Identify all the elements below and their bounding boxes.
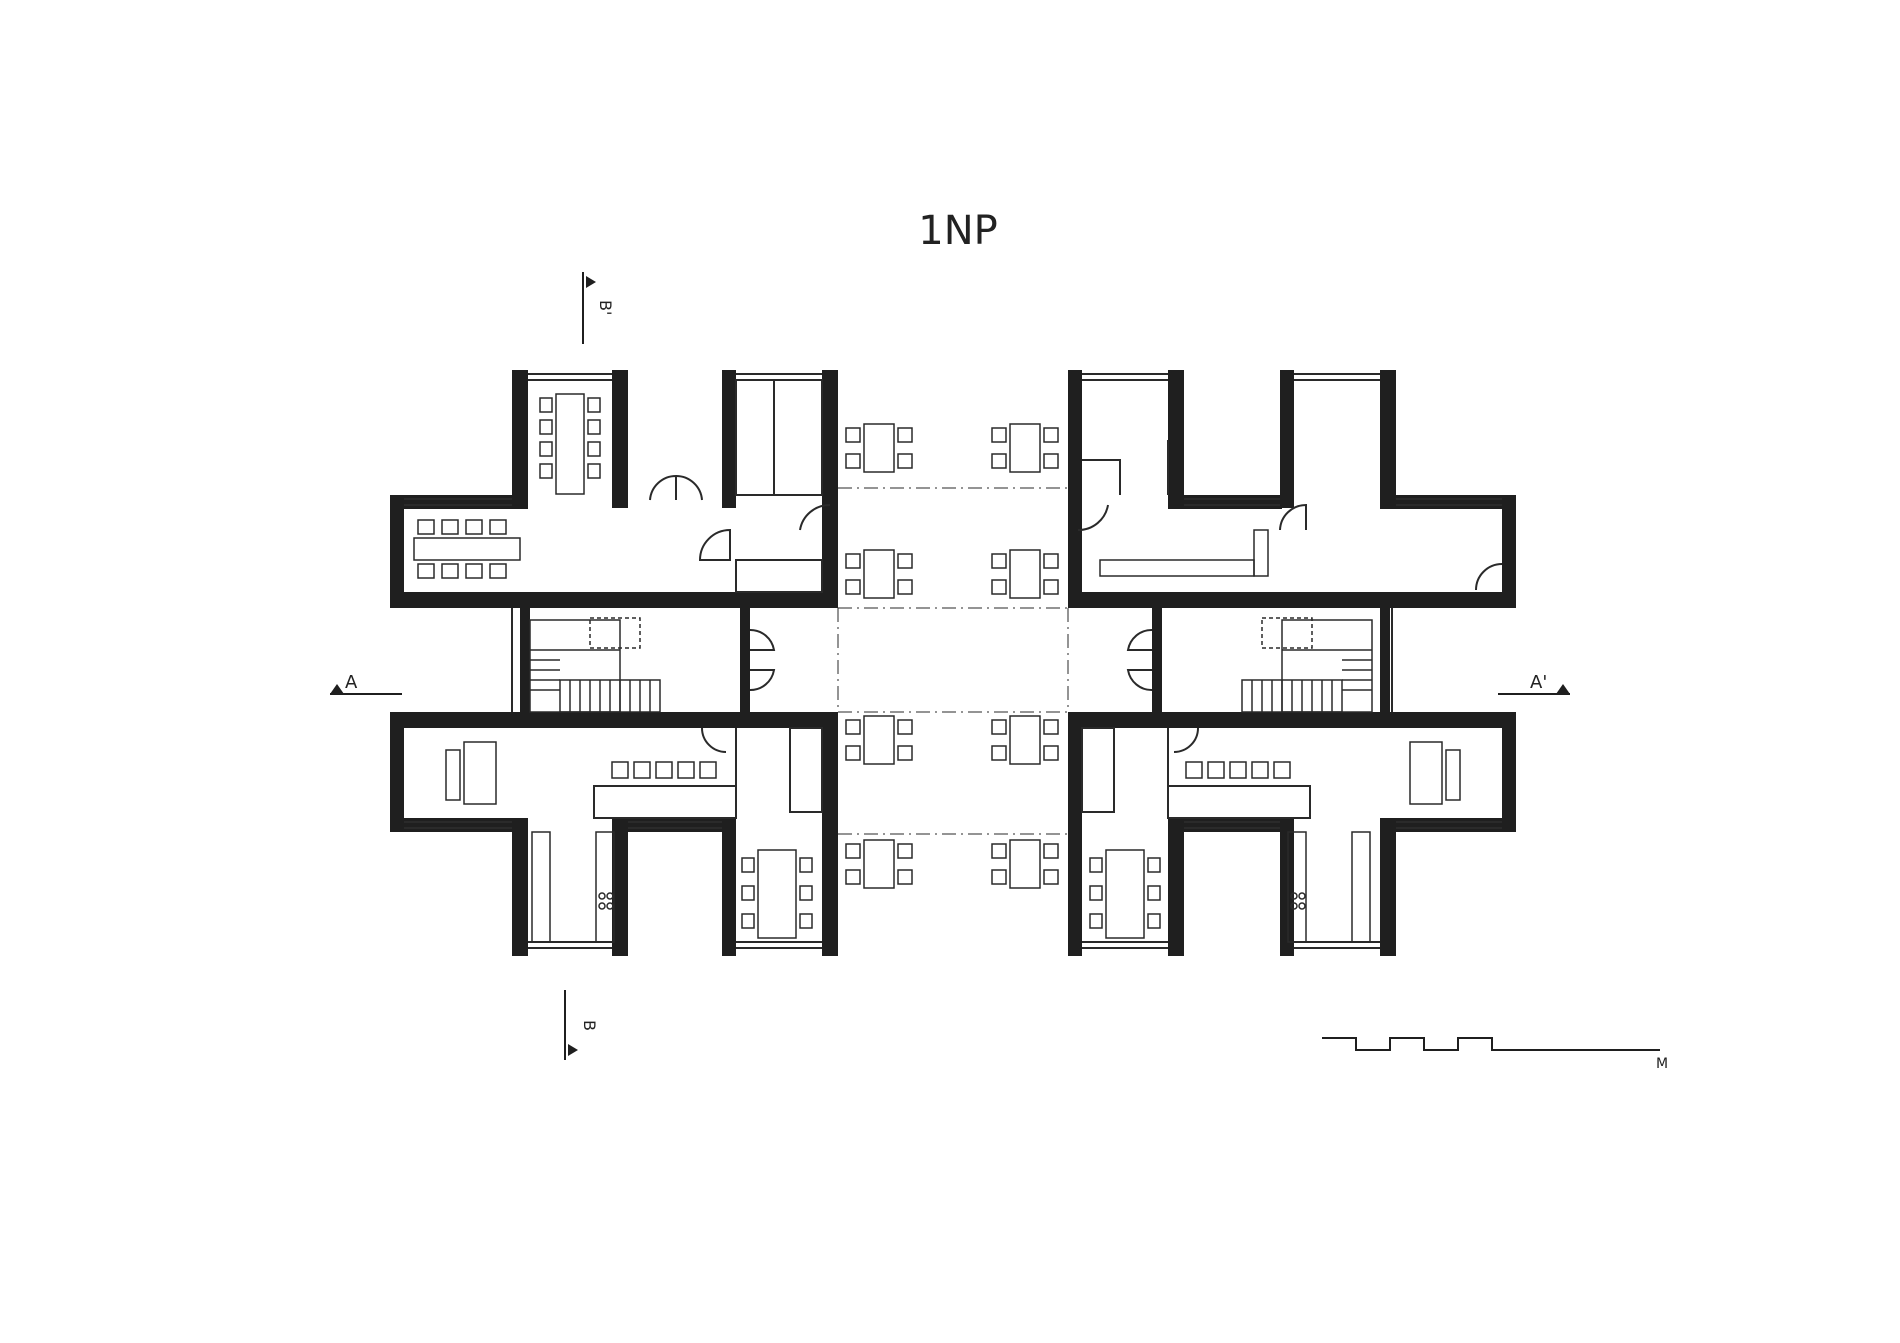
section-label-b-bottom: B — [580, 1020, 599, 1031]
section-marker-b-bottom: B — [564, 990, 599, 1060]
scale-unit-label: M — [1656, 1056, 1668, 1072]
section-marker-a-right: A' — [1498, 672, 1570, 695]
section-marker-a-left: A — [330, 672, 402, 695]
staircase-right — [1241, 617, 1373, 713]
section-marker-b-top: B' — [582, 272, 615, 344]
exterior-walls — [390, 370, 1516, 956]
windows — [404, 373, 1502, 949]
grid-lines — [837, 487, 1069, 835]
plan-title: 1NP — [918, 208, 998, 254]
section-label-a-left: A — [345, 672, 358, 693]
interior-partitions — [593, 379, 1503, 819]
furniture — [413, 393, 1461, 943]
section-label-b-top: B' — [596, 300, 615, 315]
staircase-left — [529, 617, 661, 713]
scale-bar: M — [1322, 1037, 1668, 1072]
section-label-a-right: A' — [1530, 672, 1547, 693]
